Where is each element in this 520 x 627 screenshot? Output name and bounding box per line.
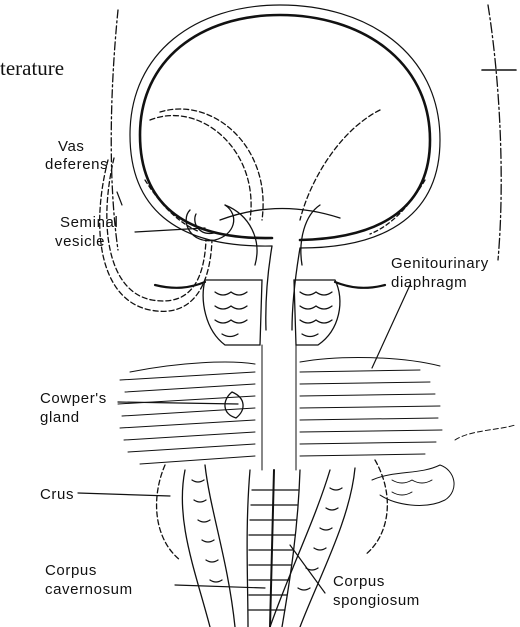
prostate (155, 280, 385, 345)
label-corpus-spongiosum-line2: spongiosum (333, 592, 420, 609)
label-cowpers-line1: Cowper's (40, 390, 107, 407)
seminal-vesicle (186, 205, 320, 265)
label-corpus-cavernosum-line2: cavernosum (45, 581, 133, 598)
label-corpus-cavernosum-line1: Corpus (45, 562, 97, 579)
label-cowpers-line2: gland (40, 409, 80, 426)
vas-deferens-top (150, 109, 380, 220)
border-line-right (488, 5, 501, 260)
trigone (220, 208, 340, 220)
label-corpus-spongiosum-line1: Corpus (333, 573, 385, 590)
label-seminal-vesicle-line1: Seminal (60, 214, 118, 231)
genitourinary-diaphragm (118, 345, 515, 505)
label-vas-deferens-line2: deferens (45, 156, 108, 173)
cowpers-gland (225, 392, 243, 418)
label-vas-deferens-line1: Vas (58, 138, 85, 155)
bladder (130, 5, 440, 248)
header-fragment: terature (0, 56, 64, 81)
label-crus: Crus (40, 486, 74, 503)
label-genitourinary-line1: Genitourinary (391, 255, 489, 272)
label-seminal-vesicle-line2: vesicle (55, 233, 105, 250)
label-genitourinary-line2: diaphragm (391, 274, 467, 291)
leader-lines (78, 192, 410, 593)
